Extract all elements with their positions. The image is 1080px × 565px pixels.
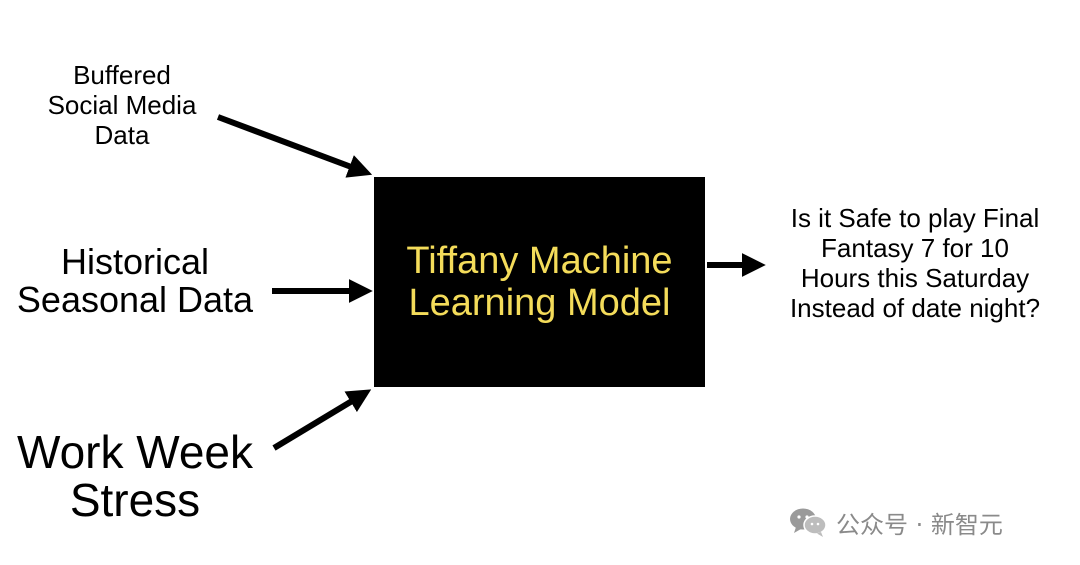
wechat-icon <box>790 508 827 537</box>
input-social-line: Social Media <box>47 90 197 120</box>
input-social-line: Data <box>94 120 150 150</box>
arrow-stress-to-model <box>272 389 372 451</box>
input-stress-line: Work Week <box>16 426 254 478</box>
model-label-line: Learning Model <box>408 282 671 324</box>
output-question-line: Is it Safe to play Final <box>790 203 1040 233</box>
watermark-text: 公众号 · 新智元 <box>836 510 1003 539</box>
input-historical-line: Seasonal Data <box>16 279 254 320</box>
output-question: Is it Safe to play Final Fantasy 7 for 1… <box>760 203 1070 323</box>
input-social-media-data: Buffered Social Media Data <box>22 60 222 150</box>
output-question-line: Fantasy 7 for 10 <box>821 233 1009 263</box>
output-question-line: Instead of date night? <box>789 293 1041 323</box>
input-historical-seasonal-data: Historical Seasonal Data <box>0 243 270 319</box>
input-social-line: Buffered <box>73 60 171 90</box>
model-label: Tiffany Machine Learning Model <box>406 240 672 324</box>
output-question-line: Hours this Saturday <box>800 263 1030 293</box>
arrow-social-to-model <box>216 114 373 178</box>
input-stress-line: Stress <box>69 474 201 526</box>
model-box: Tiffany Machine Learning Model <box>374 177 705 387</box>
watermark: 公众号 · 新智元 <box>788 506 1003 539</box>
input-historical-line: Historical <box>60 241 210 282</box>
model-label-line: Tiffany Machine <box>406 240 673 282</box>
input-work-week-stress: Work Week Stress <box>0 428 270 524</box>
